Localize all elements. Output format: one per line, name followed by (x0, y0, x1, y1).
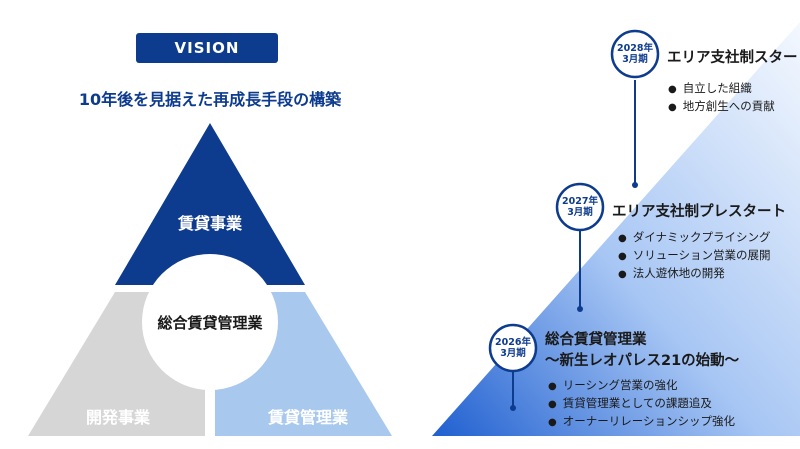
milestone-bullets-2027: ダイナミックプライシング ソリューション営業の展開 法人遊休地の開発 (618, 229, 771, 283)
vision-badge-label: VISION (174, 39, 240, 57)
segment-left-label: 開発事業 (85, 408, 150, 427)
milestone-circle-2027 (555, 182, 605, 232)
milestone-date-2027: 2027年 3月期 (562, 196, 598, 218)
vision-subtitle: 10年後を見据えた再成長手段の構築 (78, 90, 342, 109)
milestone-title-2026: 総合賃貸管理業 ～新生レオパレス21の始動～ (545, 332, 740, 369)
list-item: ダイナミックプライシング (618, 229, 771, 247)
segment-right-label: 賃貸管理業 (267, 408, 348, 427)
list-item: 地方創生への貢献 (668, 98, 775, 116)
list-item: リーシング営業の強化 (548, 377, 735, 395)
milestone-bullets-2026: リーシング営業の強化 賃貸管理業としての課題追及 オーナーリレーションシップ強化 (548, 377, 735, 431)
vision-badge: VISION (136, 33, 278, 63)
milestone-bullets-2028: 自立した組織 地方創生への貢献 (668, 80, 775, 116)
vision-triangle-diagram (28, 123, 392, 436)
list-item: 賃貸管理業としての課題追及 (548, 395, 735, 413)
milestone-date-2026: 2026年 3月期 (495, 337, 531, 359)
segment-top-label: 賃貸事業 (177, 214, 242, 233)
center-circle (142, 254, 278, 390)
milestone-title-2028: エリア支社制スタート (667, 50, 800, 66)
list-item: 自立した組織 (668, 80, 775, 98)
milestone-circle-2028 (610, 29, 660, 79)
segment-center-label: 総合賃貸管理業 (157, 314, 263, 332)
list-item: オーナーリレーションシップ強化 (548, 413, 735, 431)
milestone-title-2027: エリア支社制プレスタート (612, 204, 786, 220)
list-item: 法人遊休地の開発 (618, 265, 771, 283)
segment-top-shape (115, 123, 305, 285)
milestone-date-2028: 2028年 3月期 (617, 43, 653, 65)
list-item: ソリューション営業の展開 (618, 247, 771, 265)
milestone-circle-2026 (488, 323, 538, 373)
